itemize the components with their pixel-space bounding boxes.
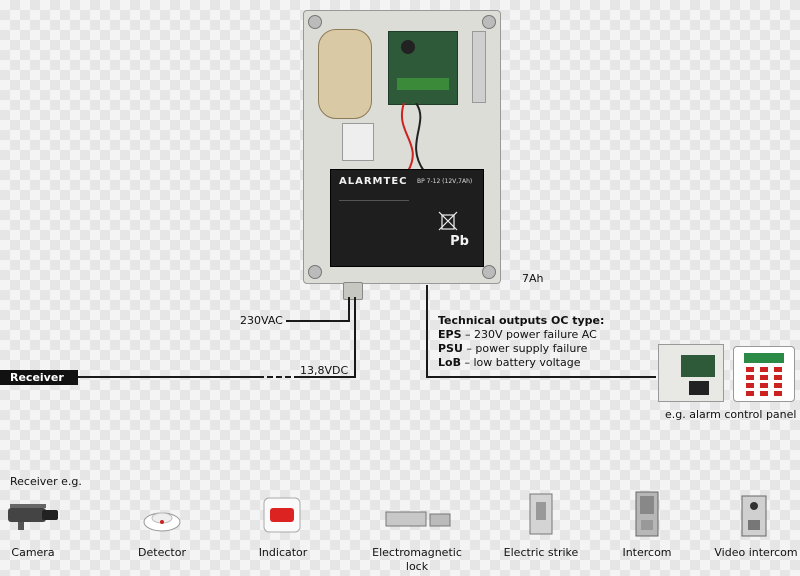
device-caption: Electric strike [503,546,579,559]
keypad-buttons-icon [746,367,782,396]
dc-wire [78,376,258,378]
device-caption: Intercom [622,546,672,559]
battery-model: BP 7-12 (12V,7Ah) [417,178,473,185]
device-caption: Camera [11,546,55,559]
dc-wire-dashed [258,376,300,378]
terminal-block [397,78,449,90]
battery-capacity-label: 7Ah [522,272,544,285]
intercom-icon [634,490,660,538]
device-caption: Video intercom [714,546,798,559]
technical-output-item: PSU – power supply failure [438,342,588,355]
transformer [318,29,372,119]
battery-spec-text [339,200,409,237]
screw-icon [308,265,322,279]
receiver-tag: Receiver [0,370,78,385]
technical-output-item: EPS – 230V power failure AC [438,328,597,341]
mains-wire [348,297,350,321]
electromagnetic-lock-icon [384,506,452,532]
indicator-icon [262,496,302,534]
psu-enclosure: ALARMTEC BP 7-12 (12V,7Ah) Pb [303,10,501,284]
electric-strike-icon [528,492,554,536]
technical-output-item: LoB – low battery voltage [438,356,581,369]
dc-wire [354,297,356,377]
alarm-panel-battery [689,381,709,395]
alarm-panel-pcb [681,355,715,377]
device-caption: Detector [138,546,186,559]
keypad-display [744,353,784,363]
screw-icon [308,15,322,29]
dc-label: 13,8VDC [300,364,349,377]
screw-icon [482,15,496,29]
camera-icon [8,500,62,532]
psu-circuit-board [388,31,458,105]
device-caption: Electromagnetic lock [372,546,462,573]
technical-outputs: Technical outputs OC type: EPS – 230V po… [438,314,604,370]
fuse-terminal [342,123,374,161]
alarm-panel-caption: e.g. alarm control panel [665,408,797,421]
technical-outputs-title: Technical outputs OC type: [438,314,605,327]
signal-wire [426,376,656,378]
device-caption: Indicator [258,546,308,559]
tamper-switch [472,31,486,103]
mains-wire [286,320,350,322]
receivers-title: Receiver e.g. [10,475,82,488]
battery: ALARMTEC BP 7-12 (12V,7Ah) Pb [330,169,484,267]
battery-chemistry: Pb [450,234,469,249]
battery-leads [401,103,425,172]
mains-label: 230VAC [240,314,283,327]
screw-icon [482,265,496,279]
cable-gland [343,282,363,300]
video-intercom-icon [740,494,768,538]
capacitor [401,40,415,54]
dc-wire [300,376,356,378]
detector-icon [142,504,182,532]
alarm-keypad [733,346,795,402]
signal-wire [426,285,428,377]
battery-brand: ALARMTEC [339,176,408,187]
alarm-panel-board [658,344,724,402]
recycle-bin-icon [438,211,458,231]
